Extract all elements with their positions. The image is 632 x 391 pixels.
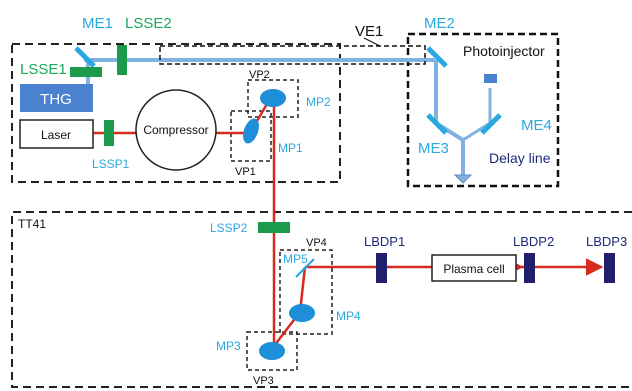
- lsse2-label: LSSE2: [125, 15, 172, 32]
- lbdp3-label: LBDP3: [586, 234, 627, 249]
- vp4-label: VP4: [306, 237, 327, 249]
- mp2-mirror: [260, 89, 286, 107]
- plasma-cell-block: [431, 254, 517, 282]
- me3-label: ME3: [418, 140, 449, 157]
- me3-mirror: [426, 113, 448, 135]
- mp4-label: MP4: [336, 309, 361, 323]
- thg-label: THG: [40, 91, 72, 108]
- photoinjector-box: [406, 32, 560, 188]
- lbdp2-label: LBDP2: [513, 234, 554, 249]
- lsse2-block: [117, 45, 127, 75]
- me4-label: ME4: [521, 117, 552, 134]
- laser-room-box: [11, 43, 341, 183]
- photoinjector-cathode: [484, 74, 497, 83]
- me2-label: ME2: [424, 15, 455, 32]
- mp5-label: MP5: [283, 252, 308, 266]
- laser-label: Laser: [41, 128, 71, 142]
- vp4-box: [279, 249, 333, 335]
- mp1-label: MP1: [278, 141, 303, 155]
- lsse1-block: [70, 67, 102, 77]
- ve1-label: VE1: [355, 23, 383, 40]
- mp5-mirror: [295, 258, 315, 278]
- me1-mirror: [74, 46, 96, 68]
- laser-block: [19, 119, 94, 149]
- lssp2-block: [258, 222, 290, 233]
- tt41-label: TT41: [18, 217, 46, 231]
- vp2-label: VP2: [249, 69, 270, 81]
- me1-label: ME1: [82, 15, 113, 32]
- compressor-label: Compressor: [143, 123, 208, 137]
- mp1-mirror: [243, 118, 259, 144]
- uv-beam: [84, 58, 492, 184]
- compressor-circle: [135, 89, 217, 171]
- plasma-cell-label: Plasma cell: [443, 262, 504, 276]
- thg-block: [20, 84, 93, 112]
- delay-line-label: Delay line: [489, 150, 551, 166]
- tt41-tunnel-box: [11, 211, 632, 388]
- mp3-mirror: [259, 342, 285, 360]
- ve1-vacuum-tube: [159, 45, 426, 65]
- mp2-label: MP2: [306, 95, 331, 109]
- photoinjector-label: Photoinjector: [463, 43, 545, 59]
- vp3-label: VP3: [253, 375, 274, 387]
- ve1-pointer: [363, 37, 381, 47]
- me2-mirror: [426, 46, 448, 68]
- mp4-mirror: [289, 304, 315, 322]
- vp1-box: [230, 110, 272, 162]
- me4-mirror: [480, 113, 502, 135]
- lssp1-label: LSSP1: [92, 157, 130, 171]
- lbdp3-block: [604, 253, 615, 283]
- lbdp1-label: LBDP1: [364, 234, 405, 249]
- mp3-label: MP3: [216, 339, 241, 353]
- lbdp2-block: [524, 253, 535, 283]
- lsse1-label: LSSE1: [20, 61, 67, 78]
- lssp2-label: LSSP2: [210, 221, 248, 235]
- lbdp1-block: [376, 253, 387, 283]
- lssp1-block: [104, 120, 114, 146]
- vp1-label: VP1: [235, 166, 256, 178]
- vp3-box: [246, 331, 298, 371]
